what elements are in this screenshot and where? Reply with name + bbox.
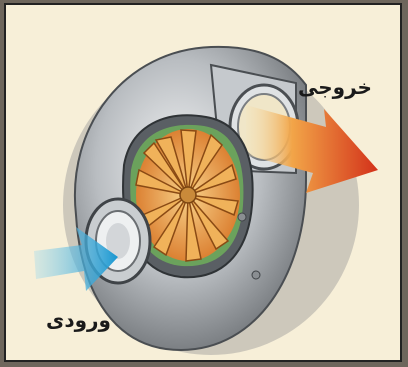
diagram-frame: خروجی ورودی bbox=[4, 3, 402, 362]
inlet-label: ورودی bbox=[46, 308, 111, 332]
bolt bbox=[238, 213, 246, 221]
bolt bbox=[252, 271, 260, 279]
outlet-label: خروجی bbox=[298, 75, 372, 99]
impeller bbox=[136, 129, 240, 261]
